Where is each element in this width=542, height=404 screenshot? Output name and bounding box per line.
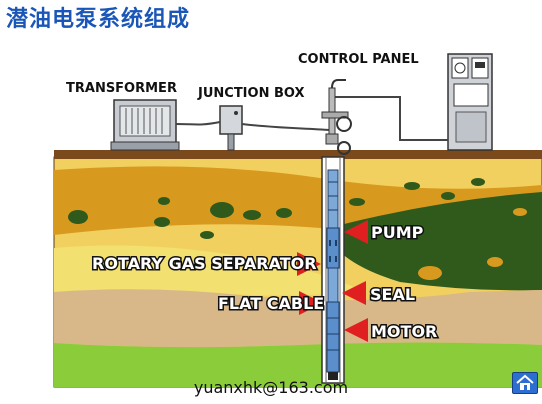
transformer-label: TRANSFORMER <box>66 81 177 96</box>
pointer-arrows <box>297 220 368 342</box>
control-panel-label: CONTROL PANEL <box>298 52 419 67</box>
flat-cable-label: FLAT CABLE <box>218 294 324 313</box>
footer-email: yuanxhk@163.com <box>193 378 349 397</box>
rotary-gas-separator-label: ROTARY GAS SEPARATOR <box>92 254 317 273</box>
junction-box-label: JUNCTION BOX <box>198 86 305 101</box>
control-panel-unit <box>447 53 493 151</box>
earth-cross-section <box>53 150 542 388</box>
junction-box-unit <box>219 105 243 151</box>
wellhead <box>321 79 352 155</box>
home-icon <box>516 374 534 390</box>
pump-label: PUMP <box>371 223 424 242</box>
transformer-unit <box>110 99 180 151</box>
component-labels: PUMP ROTARY GAS SEPARATOR SEAL FLAT CABL… <box>91 222 439 343</box>
seal-label: SEAL <box>370 285 415 304</box>
page-title: 潜油电泵系统组成 <box>6 7 191 32</box>
esp-string <box>326 169 340 380</box>
surface-cables <box>175 96 448 141</box>
motor-label: MOTOR <box>371 322 437 341</box>
home-button[interactable] <box>512 372 538 394</box>
